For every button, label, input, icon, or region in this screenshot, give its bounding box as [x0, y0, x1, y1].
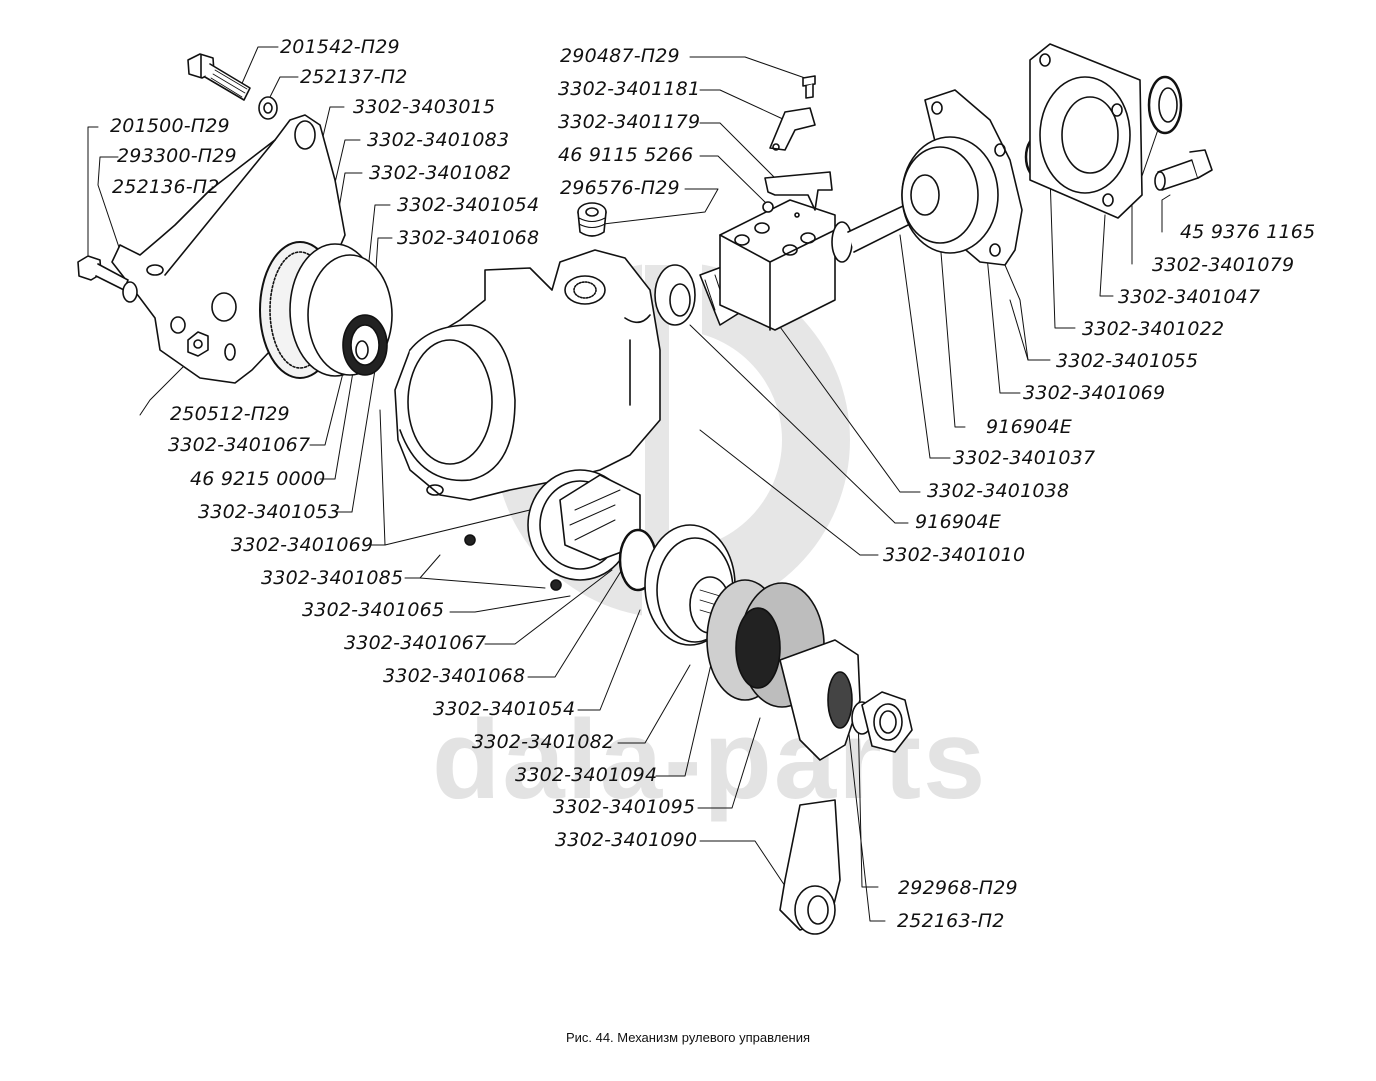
label-3302-3401069b: 3302-3401069	[1023, 382, 1166, 404]
clamp-3401181	[769, 107, 816, 151]
label-3302-3401067b: 3302-3401067	[344, 632, 487, 654]
label-252163-p2: 252163-П2	[897, 910, 1005, 932]
plug-296576	[577, 202, 607, 237]
label-3302-3401055: 3302-3401055	[1056, 350, 1199, 372]
valve-body	[654, 197, 927, 331]
label-292968-p29: 292968-П29	[898, 877, 1018, 899]
label-3302-3401053: 3302-3401053	[198, 501, 341, 523]
label-252136-p2: 252136-П2	[112, 176, 220, 198]
label-3302-3401037: 3302-3401037	[953, 447, 1096, 469]
seal-3401079	[1147, 75, 1183, 135]
label-916904e-b: 916904E	[915, 511, 1001, 533]
washer-252136	[170, 316, 186, 334]
label-3302-3401082b: 3302-3401082	[472, 731, 615, 753]
figure-caption: Рис. 44. Механизм рулевого управления	[565, 1030, 811, 1045]
label-3302-3401085: 3302-3401085	[261, 567, 404, 589]
label-3302-3401068: 3302-3401068	[397, 227, 540, 249]
bolt-201542	[187, 53, 251, 101]
label-45-9376-1165: 45 9376 1165	[1180, 221, 1316, 243]
label-3302-3401095: 3302-3401095	[553, 796, 696, 818]
plug-3401085b	[550, 579, 562, 591]
label-3302-3401068b: 3302-3401068	[383, 665, 526, 687]
label-290487-p29: 290487-П29	[560, 45, 680, 67]
cover-3401037	[901, 136, 999, 254]
ball-469115	[762, 201, 774, 213]
label-3302-3401054b: 3302-3401054	[433, 698, 576, 720]
nut-250512	[187, 331, 209, 357]
label-3302-3401090: 3302-3401090	[555, 829, 698, 851]
label-201542-p29: 201542-П29	[280, 36, 400, 58]
label-3302-3401022: 3302-3401022	[1082, 318, 1225, 340]
label-3302-3401069: 3302-3401069	[231, 534, 374, 556]
label-46-9215-0000: 46 9215 0000	[190, 468, 326, 490]
label-3302-3401083: 3302-3401083	[367, 129, 510, 151]
label-3302-3401010: 3302-3401010	[883, 544, 1026, 566]
bolt-459376	[1154, 149, 1213, 191]
label-3302-3401054: 3302-3401054	[397, 194, 540, 216]
label-201500-p29: 201500-П29	[110, 115, 230, 137]
label-3302-3401082: 3302-3401082	[369, 162, 512, 184]
label-3302-3401181: 3302-3401181	[558, 78, 701, 100]
pitman-arm-3401090	[779, 639, 861, 935]
label-3302-3401065: 3302-3401065	[302, 599, 445, 621]
label-3302-3401038: 3302-3401038	[927, 480, 1070, 502]
label-3302-3401079: 3302-3401079	[1152, 254, 1295, 276]
label-46-9115-5266: 46 9115 5266	[558, 144, 694, 166]
flange-3401047	[1029, 43, 1143, 219]
label-296576-p29: 296576-П29	[560, 177, 680, 199]
label-293300-p29: 293300-П29	[117, 145, 237, 167]
label-3302-3401094: 3302-3401094	[515, 764, 658, 786]
plug-3401085a	[464, 534, 476, 546]
label-3302-3403015: 3302-3403015	[353, 96, 496, 118]
plate-3401179	[764, 171, 833, 211]
label-250512-p29: 250512-П29	[170, 403, 290, 425]
label-3302-3401179: 3302-3401179	[558, 111, 701, 133]
screw-290487	[802, 75, 816, 99]
washer-252137	[258, 96, 278, 120]
label-3302-3401067: 3302-3401067	[168, 434, 311, 456]
nut-292968	[861, 691, 913, 753]
label-916904e-a: 916904E	[986, 416, 1072, 438]
bolt-201500	[77, 255, 138, 303]
housing-3401010	[394, 249, 661, 581]
label-252137-p2: 252137-П2	[300, 66, 408, 88]
label-3302-3401047: 3302-3401047	[1118, 286, 1261, 308]
bearing-stack-left	[259, 241, 393, 379]
